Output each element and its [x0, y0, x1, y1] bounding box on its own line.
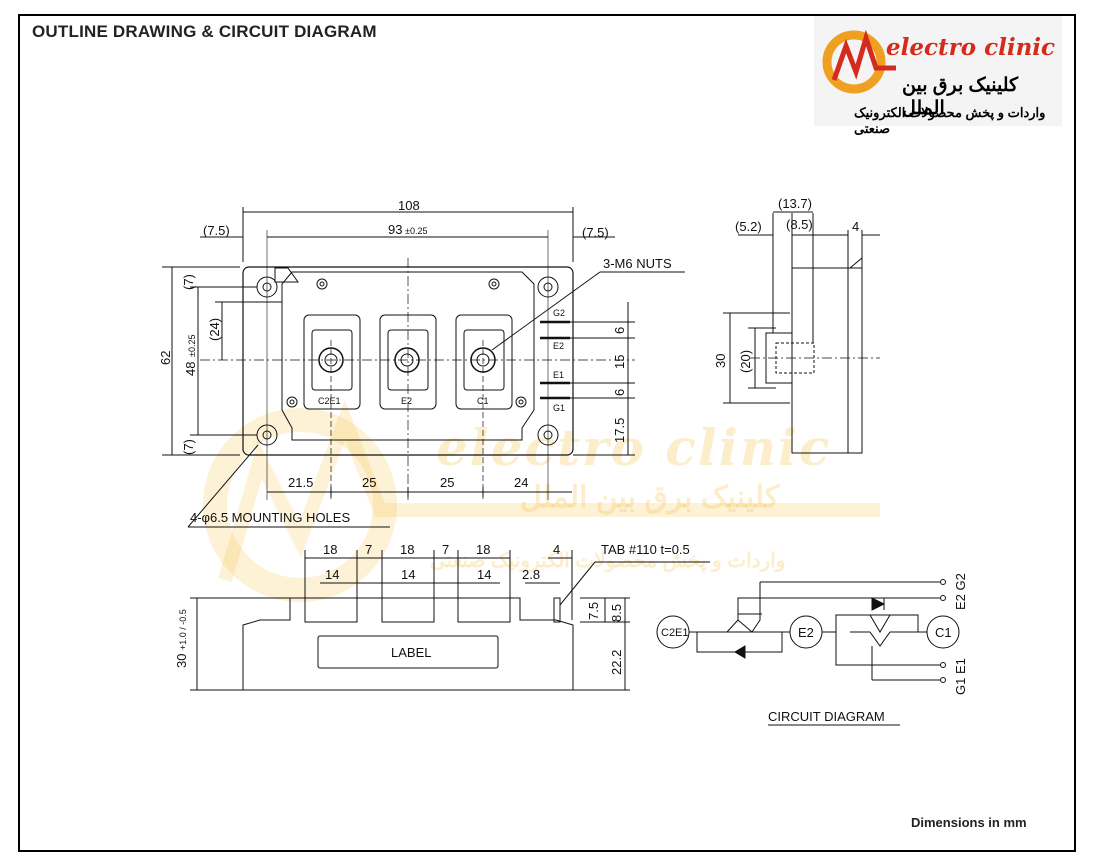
dim-right-3: 17.5 [612, 418, 627, 443]
dim-right-offset: (7.5) [582, 225, 609, 240]
dim-hole-pitch-v-tol: ±0.25 [187, 335, 197, 357]
page-title: OUTLINE DRAWING & CIRCUIT DIAGRAM [32, 22, 377, 41]
dim-hole-pitch: 93 [388, 222, 402, 237]
dim-hole-pitch-v: 48 [183, 362, 198, 376]
circuit-node-c2e1: C2E1 [661, 627, 689, 639]
brand-logo: electro clinic کلینیک برق بین الملل وارد… [814, 16, 1062, 136]
front-dim-total-tol: +1.0 / -0.5 [178, 609, 188, 650]
label-nuts: 3-M6 NUTS [603, 256, 672, 271]
front-dim-top-1: 7 [365, 542, 372, 557]
circuit-node-c1: C1 [935, 625, 952, 640]
front-dim-inner-0: 14 [325, 567, 339, 582]
dim-overall-width: 108 [398, 198, 420, 213]
front-dim-h-0: 7.5 [586, 602, 601, 620]
front-dim-top-3: 7 [442, 542, 449, 557]
front-dim-tab-gap: 4 [553, 542, 560, 557]
dim-bottom-0: 21.5 [288, 475, 313, 490]
dim-right-1: 15 [612, 355, 627, 369]
watermark-tagline-fa: واردات و پخش محصولات الکترونیک صنعتی [430, 550, 786, 572]
dim-right-0: 6 [612, 327, 627, 334]
side-dim-0: (13.7) [778, 196, 812, 211]
drawing-frame [18, 14, 1076, 852]
watermark-text-fa: کلینیک برق بین الملل [520, 481, 780, 514]
pin-label-e1: E1 [553, 370, 564, 380]
dim-hole-pitch-tol: ±0.25 [405, 226, 427, 236]
logo-text-en: electro clinic [886, 34, 1056, 61]
pin-label-g2: G2 [553, 308, 565, 318]
dim-height: 62 [158, 351, 173, 365]
dim-bottom-3: 24 [514, 475, 528, 490]
dim-inner-v: (24) [207, 318, 222, 341]
label-tab: TAB #110 t=0.5 [601, 542, 690, 557]
circuit-title: CIRCUIT DIAGRAM [768, 709, 885, 724]
front-dim-inner-1: 14 [401, 567, 415, 582]
dim-left-offset: (7.5) [203, 223, 230, 238]
circuit-diagram [656, 579, 960, 726]
logo-emblem-icon [822, 29, 896, 94]
front-dim-top-0: 18 [323, 542, 337, 557]
front-dim-top-2: 18 [400, 542, 414, 557]
dim-top-edge: (7) [181, 274, 196, 290]
logo-tagline-fa: واردات و پخش محصولات الکترونیک صنعتی [854, 105, 1046, 136]
pin-label-g1: G1 [553, 403, 565, 413]
dim-bottom-1: 25 [362, 475, 376, 490]
logo-text-fa: کلینیک برق بین الملل [902, 75, 1019, 119]
front-dim-h-1: 8.5 [609, 604, 624, 622]
circuit-pin-e2g2: E2 G2 [953, 573, 968, 610]
front-dim-h-2: 22.2 [609, 650, 624, 675]
front-view [190, 550, 710, 691]
side-dim-3: 4 [852, 219, 859, 234]
front-dim-inner-2: 14 [477, 567, 491, 582]
front-dim-tab-offset: 2.8 [522, 567, 540, 582]
side-dim-4: 30 [713, 354, 728, 368]
terminal-label-c2e1: C2E1 [318, 396, 341, 406]
side-dim-5: (20) [738, 350, 753, 373]
dim-right-2: 6 [612, 389, 627, 396]
front-dim-top-4: 18 [476, 542, 490, 557]
side-view [723, 211, 880, 454]
terminal-label-c1: C1 [477, 396, 489, 406]
circuit-node-e2: E2 [798, 625, 814, 640]
side-dim-1: (5.2) [735, 219, 762, 234]
watermark-text-en: electro clinic [436, 418, 832, 477]
dim-bottom-edge: (7) [181, 439, 196, 455]
circuit-pin-g1e1: G1 E1 [953, 658, 968, 695]
front-label-text: LABEL [391, 645, 431, 660]
dim-bottom-2: 25 [440, 475, 454, 490]
top-view [162, 207, 685, 528]
front-dim-total: 30 [174, 654, 189, 668]
label-mounting-holes: 4-φ6.5 MOUNTING HOLES [190, 510, 350, 525]
footer-units: Dimensions in mm [911, 815, 1027, 830]
pin-label-e2: E2 [553, 341, 564, 351]
terminal-label-e2: E2 [401, 396, 412, 406]
side-dim-2: (8.5) [786, 217, 813, 232]
